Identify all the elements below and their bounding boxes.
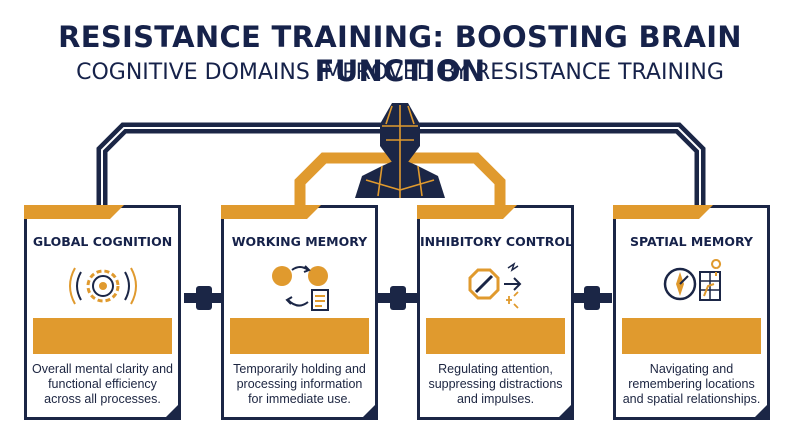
card-accent-bar [426,318,565,354]
link-3-4 [572,286,612,310]
card-accent-bar [33,318,172,354]
link-1-2 [184,286,224,310]
domain-card-spatial-memory: SPATIAL MEMORY Navigating and rememberin… [613,205,770,420]
card-accent-tab [613,205,713,219]
card-accent-tab [417,205,517,219]
card-accent-bar [230,318,369,354]
memory-cycle-icon [272,265,329,311]
domain-card-working-memory: WORKING MEMORY Temporarily holding and p… [221,205,378,420]
page-subtitle: COGNITIVE DOMAINS IMPROVED BY RESISTANCE… [76,60,724,85]
card-accent-tab [221,205,321,219]
card-description: Temporarily holding and processing infor… [233,362,366,406]
human-head-icon [355,103,445,198]
card-title: GLOBAL COGNITION [32,234,173,249]
card-description: Navigating and remembering locations and… [622,362,761,406]
stop-sign-icon [468,262,522,309]
compass-map-icon [663,259,722,301]
card-accent-bar [622,318,761,354]
card-title: WORKING MEMORY [231,234,368,249]
card-title: INHIBITORY CONTROL [420,234,573,249]
link-2-3 [378,286,418,310]
domain-card-global-cognition: GLOBAL COGNITION Overall mental clarity … [24,205,181,420]
card-title: SPATIAL MEMORY [630,234,753,249]
domain-card-inhibitory-control: INHIBITORY CONTROL Regulating attention,… [417,205,574,420]
brain-gear-icon [69,267,137,305]
page-title: RESISTANCE TRAINING: BOOSTING BRAIN FUNC… [58,20,742,88]
card-description: Overall mental clarity and functional ef… [31,362,174,406]
card-accent-tab [24,205,124,219]
card-description: Regulating attention, suppressing distra… [428,362,563,406]
